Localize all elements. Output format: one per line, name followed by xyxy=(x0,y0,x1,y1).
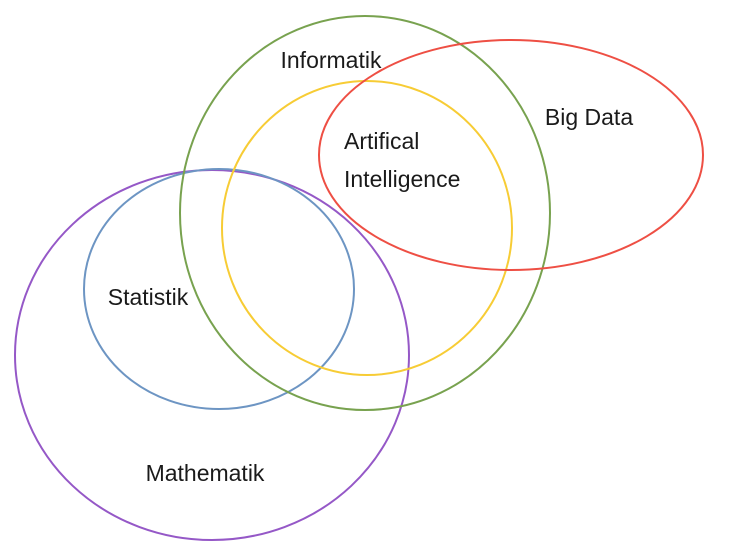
informatik-label: Informatik xyxy=(281,47,382,73)
artificial-intelligence-label-line-1: Artifical xyxy=(344,128,419,154)
mathematik-label: Mathematik xyxy=(146,460,265,486)
big-data-ring xyxy=(318,39,704,271)
big-data-label: Big Data xyxy=(545,104,633,130)
artificial-intelligence-label-line-2: Intelligence xyxy=(344,166,460,192)
statistik-label: Statistik xyxy=(108,284,189,310)
artificial-intelligence-ring xyxy=(221,80,513,376)
statistik-ring xyxy=(83,168,355,410)
informatik-ring xyxy=(179,15,551,411)
artificial-intelligence-label: Artifical Intelligence xyxy=(344,128,460,192)
